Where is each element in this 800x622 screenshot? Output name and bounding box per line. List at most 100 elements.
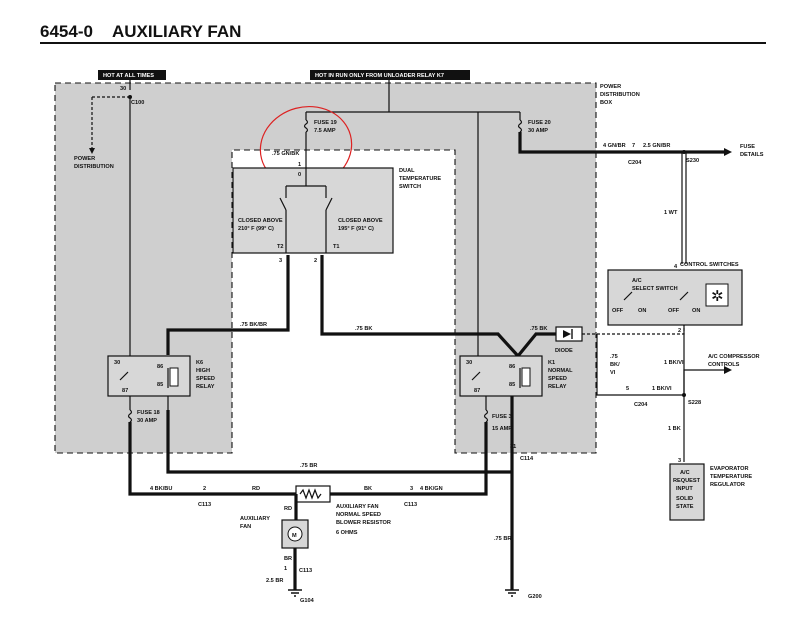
reg-l2: REQUEST: [673, 478, 701, 484]
k6-l2: SPEED: [196, 376, 215, 382]
k1-p86: 86: [509, 364, 515, 370]
fuse-18-symbol: [127, 409, 133, 423]
diode-label: DIODE: [555, 348, 573, 354]
k6-contact: [119, 368, 169, 388]
cs-pin-2: 2: [678, 328, 681, 334]
cs-on1: ON: [638, 308, 646, 314]
dts-left-1: CLOSED ABOVE: [238, 218, 283, 224]
wire-bkbr-label: .75 BK/BR: [240, 322, 267, 328]
fuse-3-name: FUSE 3: [492, 414, 512, 420]
dts-pin-1: 1: [298, 162, 301, 168]
dts-label-1: DUAL: [399, 168, 415, 174]
hot-run-banner: [310, 70, 470, 80]
reg-n1: EVAPORATOR: [710, 466, 749, 472]
wire-bkvi-c204: [596, 334, 684, 396]
pin-2a: 2: [203, 486, 206, 492]
reg-n3: REGULATOR: [710, 482, 745, 488]
pin-31: 31: [510, 444, 516, 450]
node-c100: [128, 95, 132, 99]
dual-temp-switch: [232, 167, 394, 254]
conn-c113a: C113: [198, 502, 211, 508]
dts-right-1: CLOSED ABOVE: [338, 218, 383, 224]
aux-fan-l2: FAN: [240, 524, 251, 530]
dts-contacts: [279, 197, 333, 211]
reg-pin-3: 3: [678, 458, 681, 464]
reg-l5: STATE: [676, 504, 694, 510]
hot-always-text: HOT AT ALL TIMES: [103, 73, 154, 79]
wire-rd: RD: [252, 486, 260, 492]
k1-contact: [471, 368, 521, 388]
wire-bkvi1: 1 BK/VI: [664, 360, 684, 366]
cs-select: SELECT SWITCH: [632, 286, 678, 292]
pin-3a: 3: [410, 486, 413, 492]
resistor-icon: [299, 488, 322, 500]
wire-br2: BR: [284, 556, 292, 562]
cs-pin-4: 4: [674, 264, 678, 270]
diagram-title: AUXILIARY FAN: [112, 22, 241, 41]
splice-s230: S230: [686, 158, 699, 164]
evap-regulator: [669, 463, 705, 521]
reg-l3: INPUT: [676, 486, 693, 492]
motor-icon: [287, 526, 303, 542]
cs-ac: A/C: [632, 278, 642, 284]
k1-l1: NORMAL: [548, 368, 573, 374]
k6-p85: 85: [157, 382, 163, 388]
ac-controls-2: CONTROLS: [708, 362, 740, 368]
ac-controls-1: A/C COMPRESSOR: [708, 354, 760, 360]
fuse-20-amp: 30 AMP: [528, 128, 548, 134]
wire-bkgn: 4 BK/GN: [420, 486, 443, 492]
k6-p86: 86: [157, 364, 163, 370]
snowflake-icon: [705, 283, 729, 307]
motor-label: M: [292, 533, 297, 539]
aux-fan-l1: AUXILIARY: [240, 516, 270, 522]
dts-label-3: SWITCH: [399, 184, 421, 190]
dts-left-2: 210° F (99° C): [238, 226, 274, 232]
fuse-details-arrow: [724, 148, 732, 156]
wire-br25: 2.5 BR: [266, 578, 283, 584]
wire-bkvi-b: BK/: [610, 362, 620, 368]
wire-bk: BK: [364, 486, 372, 492]
fuse-18-name: FUSE 18: [137, 410, 160, 416]
fuse-19-symbol: [303, 119, 309, 133]
wire-75bk: [320, 255, 520, 358]
dts-pin-0: 0: [298, 172, 301, 178]
fuse-20-symbol: [517, 119, 523, 133]
pin-7: 7: [632, 143, 635, 149]
fuse-3-symbol: [483, 409, 489, 423]
wire-bkvi2: 1 BK/VI: [652, 386, 672, 392]
ac-controls-arrow: [724, 366, 732, 374]
cs-off1: OFF: [612, 308, 624, 314]
wire-75bk-diode: [516, 332, 560, 358]
wire-gnbr25: 2.5 GN/BR: [643, 143, 670, 149]
dts-t2: T2: [277, 244, 284, 250]
dts-internal-bus: [285, 168, 327, 198]
res-l4: 6 OHMS: [336, 530, 358, 536]
hot-always-banner: [98, 70, 166, 80]
ground-g104: G104: [300, 598, 315, 604]
wire-75br: [166, 410, 512, 474]
dts-label-2: TEMPERATURE: [399, 176, 441, 182]
snowflake-glyph: ✲: [711, 288, 724, 305]
conn-c100: C100: [131, 100, 144, 106]
res-l2: NORMAL SPEED: [336, 512, 381, 518]
hot-run-text: HOT IN RUN ONLY FROM UNLOADER RELAY K7: [315, 73, 444, 79]
diode-icon: [563, 330, 571, 338]
ground-g200-icon: [505, 589, 519, 597]
cs-on2: ON: [692, 308, 700, 314]
k1-p85: 85: [509, 382, 515, 388]
wire-75br-b: .75 BR: [494, 536, 511, 542]
ground-g104-icon: [288, 589, 302, 597]
wire-1bk-label: 1 BK: [668, 426, 681, 432]
fuse-19-amp: 7.5 AMP: [314, 128, 336, 134]
power-distribution-box: [54, 82, 597, 454]
wire-75br-label: .75 BR: [300, 463, 317, 469]
res-l3: BLOWER RESISTOR: [336, 520, 391, 526]
wire-bkvi-c: VI: [610, 370, 616, 376]
k1-coil: [521, 367, 531, 387]
pdb-label-2: DISTRIBUTION: [600, 92, 640, 98]
wire-75bk-label-2: .75 BK: [530, 326, 547, 332]
hot-run-bus: [306, 80, 520, 113]
conn-c204b: C204: [634, 402, 648, 408]
dts-t1: T1: [333, 244, 340, 250]
dts-right-2: 195° F (91° C): [338, 226, 374, 232]
